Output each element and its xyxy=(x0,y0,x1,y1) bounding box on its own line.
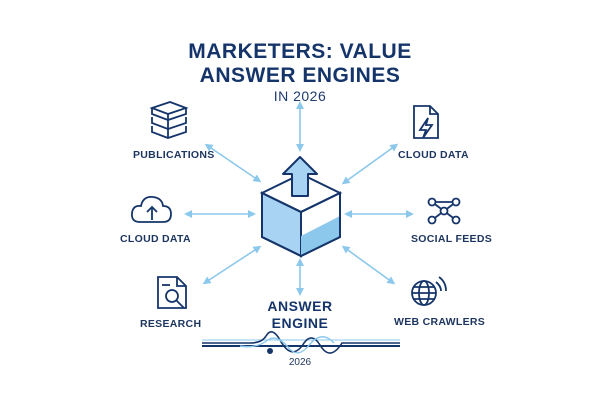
globe-icon xyxy=(411,276,447,306)
center-label-line-1: ANSWER xyxy=(267,298,333,314)
cloud-data-icon xyxy=(413,105,439,139)
title-line-3: IN 2026 xyxy=(273,88,327,104)
arrow-web-crawlers xyxy=(341,245,396,285)
label-cloud-data-left: CLOUD DATA xyxy=(120,233,191,245)
title-line-2: ANSWER ENGINES xyxy=(199,64,401,87)
label-cloud-data-right: CLOUD DATA xyxy=(398,149,469,161)
center-label-line-2: ENGINE xyxy=(271,315,329,331)
arrow-cloud-data-right xyxy=(341,143,399,185)
answer-engine-cube-icon xyxy=(259,156,343,258)
label-publications: PUBLICATIONS xyxy=(133,149,215,161)
timeline xyxy=(202,331,400,354)
social-feeds-icon xyxy=(427,197,461,225)
publications-icon xyxy=(149,101,189,139)
label-social-feeds: SOCIAL FEEDS xyxy=(411,233,493,245)
timeline-year: 2026 xyxy=(288,357,312,368)
label-web-crawlers: WEB CRAWLERS xyxy=(394,316,486,328)
title-line-1: MARKETERS: VALUE xyxy=(188,40,412,63)
arrow-research xyxy=(202,245,262,285)
arrow-publications xyxy=(204,143,262,183)
research-icon xyxy=(157,276,187,309)
label-research: RESEARCH xyxy=(140,318,202,330)
cloud-upload-icon xyxy=(131,196,172,223)
